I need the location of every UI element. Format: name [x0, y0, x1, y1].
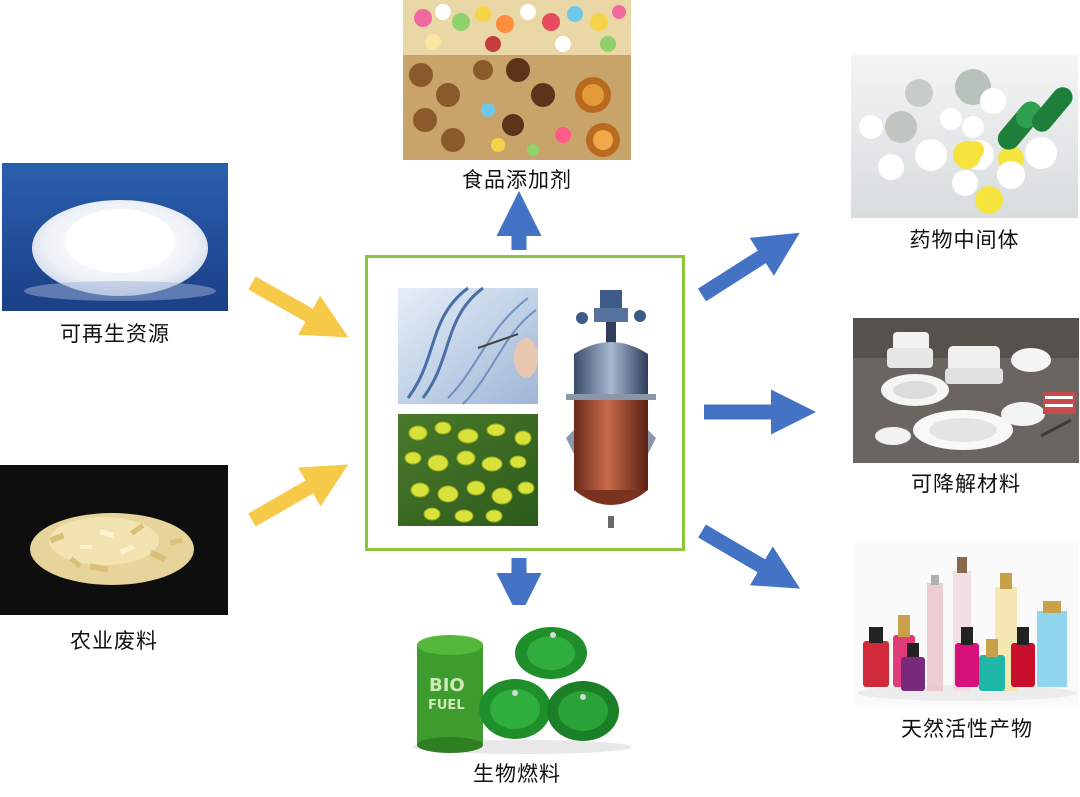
label-pharma-intermediates: 药物中间体 — [909, 228, 1020, 252]
hub-images — [398, 286, 668, 534]
bio-barrel-text-bottom: FUEL — [428, 698, 465, 713]
input-arrow-agricultural — [248, 464, 349, 527]
cells-image — [398, 414, 538, 526]
label-food-additives: 食品添加剂 — [462, 168, 572, 192]
input-arrow-renewable — [248, 276, 349, 338]
tableware-image — [853, 318, 1079, 463]
output-natural-active-products — [855, 543, 1079, 705]
label-agricultural-waste: 农业废料 — [70, 629, 158, 653]
bio-barrel-text-top: BIO — [429, 675, 465, 696]
output-arrow-natural — [698, 524, 801, 589]
output-arrow-pharma — [697, 232, 800, 302]
output-food-additives — [403, 0, 631, 160]
output-pharma-intermediates — [851, 55, 1078, 218]
input-renewable-resources — [2, 163, 228, 311]
label-natural-active-products: 天然活性产物 — [901, 717, 1033, 741]
biomanufacturing-hub — [365, 255, 685, 551]
crystal-powder-image — [2, 163, 228, 311]
reactor-image — [556, 286, 668, 534]
dna-image — [398, 286, 538, 405]
pills-image — [851, 55, 1078, 218]
label-degradable-materials: 可降解材料 — [911, 472, 1021, 496]
agricultural-residue-image — [0, 465, 228, 615]
bottles-image — [855, 543, 1079, 705]
label-biofuel: 生物燃料 — [473, 762, 561, 786]
biofuel-barrels-image: BIO FUEL — [403, 605, 631, 755]
input-agricultural-waste — [0, 465, 228, 615]
output-biofuel: BIO FUEL — [403, 605, 631, 755]
label-renewable-resources: 可再生资源 — [60, 322, 170, 346]
candies-image — [403, 0, 631, 160]
output-degradable-materials — [853, 318, 1079, 463]
